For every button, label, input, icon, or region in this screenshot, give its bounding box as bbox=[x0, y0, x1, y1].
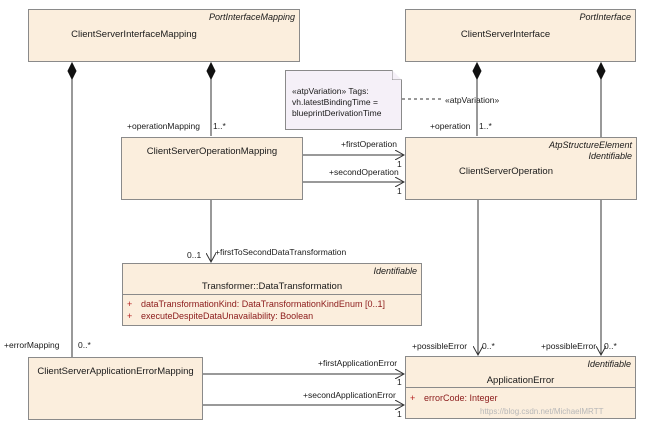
watermark: https://blog.csdn.net/MichaelMRTT bbox=[480, 407, 604, 416]
class-stereotype: Identifiable bbox=[373, 266, 417, 276]
attribute: +errorCode: Integer bbox=[410, 393, 498, 403]
mult-operation: 1..* bbox=[479, 121, 492, 131]
class-stereotype: PortInterfaceMapping bbox=[208, 12, 295, 22]
composition-diamond bbox=[596, 61, 606, 81]
note-line-1: «atpVariation» Tags: bbox=[292, 86, 369, 96]
class-stereotype: Identifiable bbox=[588, 151, 632, 161]
atp-variation-note: «atpVariation» Tags: vh.latestBindingTim… bbox=[285, 70, 402, 130]
label-atp-variation: «atpVariation» bbox=[445, 95, 500, 105]
class-client-server-operation[interactable]: AtpStructureElement Identifiable ClientS… bbox=[405, 137, 637, 200]
attribute: +executeDespiteDataUnavailability: Boole… bbox=[127, 311, 314, 321]
role-possible-error-left: +possibleError bbox=[412, 341, 468, 351]
class-client-server-interface-mapping[interactable]: PortInterfaceMapping ClientServerInterfa… bbox=[28, 9, 300, 62]
note-corner bbox=[392, 70, 402, 80]
role-possible-error-right: +possibleError bbox=[541, 341, 597, 351]
role-operation-mapping: +operationMapping bbox=[127, 121, 201, 131]
class-name: ClientServerOperationMapping bbox=[146, 146, 278, 157]
mult-possible-error-left: 0..* bbox=[482, 341, 495, 351]
class-application-error[interactable]: Identifiable ApplicationError +errorCode… bbox=[405, 356, 636, 419]
role-second-app-error: +secondApplicationError bbox=[303, 390, 396, 400]
class-name: ClientServerInterface bbox=[460, 29, 551, 40]
role-first-app-error: +firstApplicationError bbox=[318, 358, 398, 368]
attribute: +dataTransformationKind: DataTransformat… bbox=[127, 299, 385, 309]
class-client-server-operation-mapping[interactable]: ClientServerOperationMapping bbox=[121, 137, 303, 200]
class-name: ClientServerOperation bbox=[459, 166, 553, 177]
class-client-server-interface[interactable]: PortInterface ClientServerInterface bbox=[405, 9, 636, 62]
role-second-operation: +secondOperation bbox=[329, 167, 399, 177]
class-data-transformation[interactable]: Identifiable Transformer::DataTransforma… bbox=[122, 263, 422, 326]
composition-diamond bbox=[206, 61, 216, 81]
mult-possible-error-right: 0..* bbox=[604, 341, 617, 351]
class-name: ClientServerInterfaceMapping bbox=[71, 29, 197, 40]
attribute-separator bbox=[406, 387, 635, 388]
class-client-server-application-error-mapping[interactable]: ClientServerApplicationErrorMapping bbox=[28, 357, 203, 420]
mult-error-mapping: 0..* bbox=[78, 340, 91, 350]
mult-second-operation: 1 bbox=[397, 186, 402, 196]
mult-second-app-error: 1 bbox=[397, 409, 402, 419]
composition-diamond bbox=[67, 61, 77, 81]
role-first-operation: +firstOperation bbox=[341, 139, 397, 149]
class-stereotype: AtpStructureElement bbox=[548, 140, 632, 150]
note-line-3: blueprintDerivationTime bbox=[292, 108, 382, 118]
class-stereotype: Identifiable bbox=[587, 359, 631, 369]
class-name: Transformer::DataTransformation bbox=[201, 281, 343, 292]
mult-first-to-second: 0..1 bbox=[187, 250, 202, 260]
mult-first-app-error: 1 bbox=[397, 377, 402, 387]
mult-first-operation: 1 bbox=[397, 159, 402, 169]
role-first-to-second: +firstToSecondDataTransformation bbox=[215, 247, 347, 257]
role-error-mapping: +errorMapping bbox=[4, 340, 60, 350]
class-name: ClientServerApplicationErrorMapping bbox=[37, 366, 194, 377]
mult-operation-mapping: 1..* bbox=[213, 121, 226, 131]
class-stereotype: PortInterface bbox=[579, 12, 631, 22]
composition-diamond bbox=[472, 61, 482, 81]
note-line-2: vh.latestBindingTime = bbox=[292, 97, 378, 107]
role-operation: +operation bbox=[430, 121, 471, 131]
attribute-separator bbox=[123, 294, 421, 295]
class-name: ApplicationError bbox=[486, 375, 555, 386]
